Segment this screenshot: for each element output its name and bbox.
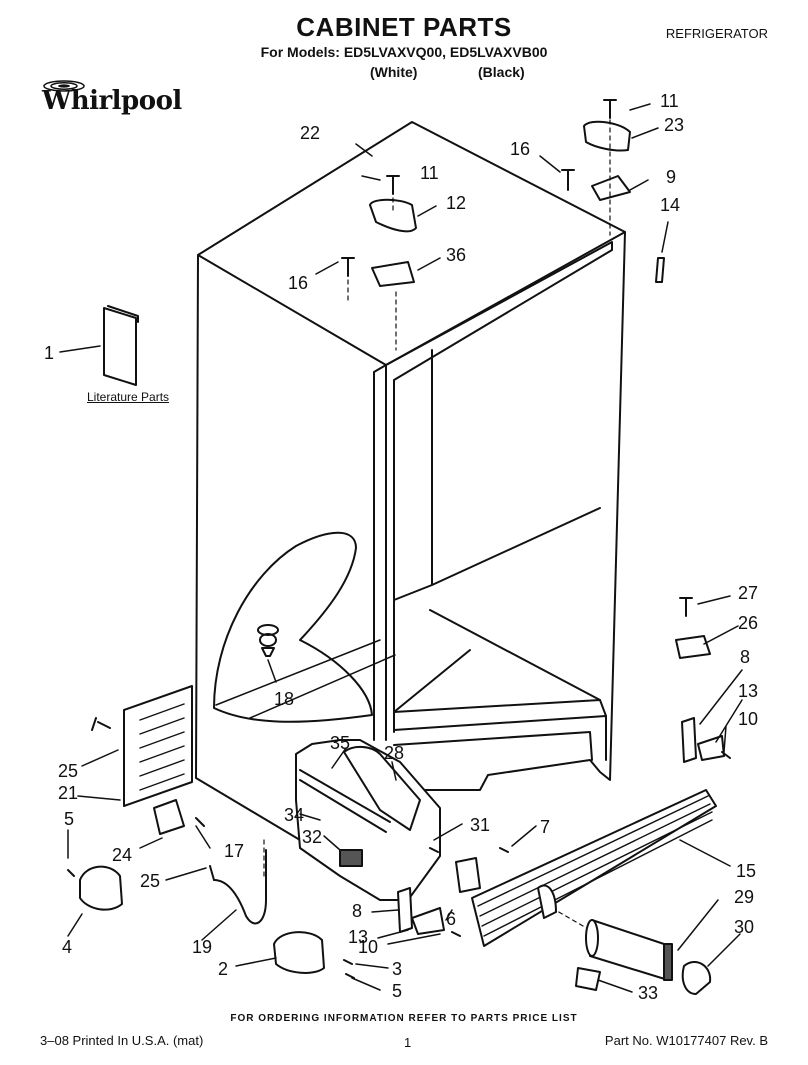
callout-32: 32 <box>302 827 323 847</box>
callout-33: 33 <box>638 983 659 1003</box>
callout-30: 30 <box>734 917 755 937</box>
print-info: 3–08 Printed In U.S.A. (mat) <box>40 1033 204 1048</box>
callout-27: 27 <box>738 583 759 603</box>
callout-22: 22 <box>300 123 321 143</box>
callout-34: 34 <box>284 805 305 825</box>
callout-25: 25 <box>58 761 79 781</box>
callout-5: 5 <box>64 809 75 829</box>
callout-11: 11 <box>420 163 439 183</box>
callout-11b: 11 <box>660 91 679 111</box>
literature-part <box>103 307 137 386</box>
color-black-label: (Black) <box>478 64 525 80</box>
whirlpool-logo-icon: Whirlpool <box>42 78 182 133</box>
callout-13: 13 <box>738 681 759 701</box>
callout-5b: 5 <box>392 981 403 1001</box>
part-number: Part No. W10177407 Rev. B <box>604 1033 768 1048</box>
callout-10b: 10 <box>358 937 379 957</box>
callout-15: 15 <box>736 861 757 881</box>
callout-31: 31 <box>470 815 491 835</box>
callout-28: 28 <box>384 743 405 763</box>
callout-19: 19 <box>192 937 213 957</box>
callout-7: 7 <box>540 817 551 837</box>
callout-18: 18 <box>274 689 295 709</box>
callout-3: 3 <box>392 959 403 979</box>
bottom-grille <box>471 789 717 947</box>
cabinet-front-frame <box>373 241 613 741</box>
callout-4: 4 <box>62 937 73 957</box>
callout-17: 17 <box>224 841 245 861</box>
page-number: 1 <box>404 1035 412 1050</box>
callout-24: 24 <box>112 845 133 865</box>
callout-8: 8 <box>740 647 751 667</box>
callout-16b: 16 <box>288 273 309 293</box>
callout-26: 26 <box>738 613 759 633</box>
callout-21: 21 <box>58 783 79 803</box>
ordering-note: FOR ORDERING INFORMATION REFER TO PARTS … <box>230 1013 578 1024</box>
callout-10: 10 <box>738 709 759 729</box>
callout-6: 6 <box>446 909 457 929</box>
callout-14: 14 <box>660 195 681 215</box>
callout-25b: 25 <box>140 871 161 891</box>
callout-9: 9 <box>666 167 677 187</box>
page-title: CABINET PARTS <box>296 12 512 42</box>
callout-2: 2 <box>218 959 229 979</box>
cutaway-region <box>213 531 373 723</box>
rear-grille <box>123 685 193 807</box>
literature-parts-label: Literature Parts <box>87 390 170 404</box>
callout-35: 35 <box>330 733 351 753</box>
category-label: REFRIGERATOR <box>665 26 768 41</box>
callout-8b: 8 <box>352 901 363 921</box>
brand-name: Whirlpool <box>42 86 182 116</box>
model-numbers: For Models: ED5LVAXVQ00, ED5LVAXVB00 <box>260 44 548 60</box>
callout-12: 12 <box>446 193 467 213</box>
cabinet-top-edge <box>197 231 626 366</box>
callout-29: 29 <box>734 887 755 907</box>
callout-23: 23 <box>664 115 685 135</box>
callout-13b: 13 <box>348 927 369 947</box>
callout-36: 36 <box>446 245 467 265</box>
callout-1: 1 <box>44 343 55 363</box>
callout-16: 16 <box>510 139 531 159</box>
color-white-label: (White) <box>370 64 418 80</box>
